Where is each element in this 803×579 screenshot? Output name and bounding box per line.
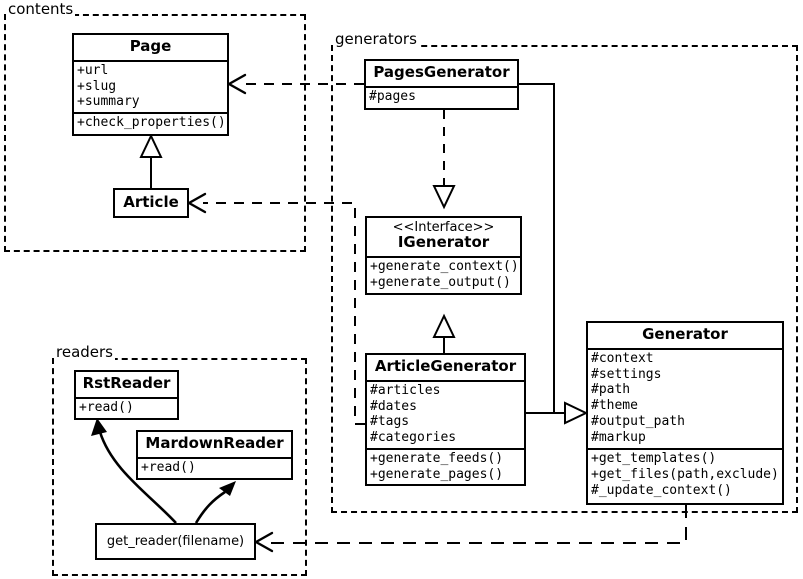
- class-article-name: Article: [123, 193, 179, 211]
- divider: [76, 396, 177, 399]
- divider: [138, 456, 291, 459]
- attribute: +slug: [77, 78, 117, 94]
- attribute: #context: [591, 350, 654, 366]
- divider: [366, 85, 517, 88]
- class-igenerator[interactable]: <<Interface>> IGenerator +generate_conte…: [365, 216, 522, 295]
- attribute: +summary: [77, 94, 140, 110]
- attribute: #path: [591, 382, 631, 398]
- function-node-get-reader[interactable]: get_reader(filename): [95, 523, 256, 560]
- class-igenerator-operations: +generate_context() +generate_output(): [367, 258, 520, 293]
- class-rst-reader-operations: +read(): [76, 399, 177, 418]
- operation: #_update_context(): [591, 482, 732, 498]
- class-mardown-reader[interactable]: MardownReader +read(): [136, 430, 293, 480]
- class-generator-operations: +get_templates() +get_files(path,exclude…: [588, 450, 782, 501]
- package-generators-label: generators: [333, 30, 419, 48]
- attribute: #output_path: [591, 414, 685, 430]
- attribute: +url: [77, 62, 109, 78]
- divider: [367, 256, 520, 259]
- attribute: #tags: [370, 414, 410, 430]
- operation: +generate_output(): [370, 274, 511, 290]
- operation: +get_files(path,exclude): [591, 466, 779, 482]
- class-article-generator-name: ArticleGenerator: [374, 357, 517, 375]
- package-readers-label: readers: [54, 343, 115, 361]
- operation: +generate_context(): [370, 259, 519, 275]
- divider: [367, 448, 524, 451]
- class-article-generator-operations: +generate_feeds() +generate_pages(): [367, 450, 524, 485]
- class-page[interactable]: Page +url +slug +summary +check_properti…: [72, 33, 229, 136]
- class-article-generator-attributes: #articles #dates #tags #categories: [367, 382, 524, 448]
- class-igenerator-stereotype: <<Interface>>: [392, 220, 495, 235]
- attribute: #settings: [591, 366, 662, 382]
- class-pages-generator-attributes: #pages: [366, 88, 517, 107]
- operation: +get_templates(): [591, 450, 717, 466]
- class-generator-attributes: #context #settings #path #theme #output_…: [588, 350, 782, 448]
- class-pages-generator-name: PagesGenerator: [373, 63, 510, 81]
- package-contents: [4, 14, 306, 252]
- class-article[interactable]: Article: [113, 188, 189, 218]
- divider: [74, 59, 227, 62]
- operation: +read(): [79, 399, 134, 415]
- class-igenerator-name: IGenerator: [397, 233, 490, 252]
- divider: [74, 112, 227, 115]
- class-mardown-reader-operations: +read(): [138, 459, 291, 478]
- function-node-get-reader-label: get_reader(filename): [106, 534, 245, 549]
- class-rst-reader-name: RstReader: [82, 374, 171, 392]
- operation: +generate_feeds(): [370, 451, 504, 467]
- class-page-operations: +check_properties(): [74, 114, 227, 133]
- attribute: #dates: [370, 398, 417, 414]
- package-contents-label: contents: [6, 0, 76, 18]
- operation: +generate_pages(): [370, 467, 504, 483]
- operation: +check_properties(): [77, 115, 226, 131]
- class-pages-generator[interactable]: PagesGenerator #pages: [364, 59, 519, 110]
- divider: [367, 379, 524, 382]
- class-page-name: Page: [129, 37, 172, 55]
- divider: [588, 347, 782, 350]
- divider: [588, 447, 782, 450]
- class-generator[interactable]: Generator #context #settings #path #them…: [586, 321, 784, 505]
- attribute: #theme: [591, 398, 638, 414]
- package-readers: [52, 358, 307, 576]
- operation: +read(): [141, 459, 196, 475]
- class-mardown-reader-name: MardownReader: [145, 434, 284, 452]
- class-article-generator[interactable]: ArticleGenerator #articles #dates #tags …: [365, 353, 526, 486]
- class-generator-name: Generator: [642, 325, 728, 343]
- attribute: #pages: [369, 88, 416, 104]
- class-rst-reader[interactable]: RstReader +read(): [74, 370, 179, 420]
- attribute: #categories: [370, 430, 457, 446]
- attribute: #articles: [370, 382, 441, 398]
- class-page-attributes: +url +slug +summary: [74, 62, 227, 113]
- attribute: #markup: [591, 430, 646, 446]
